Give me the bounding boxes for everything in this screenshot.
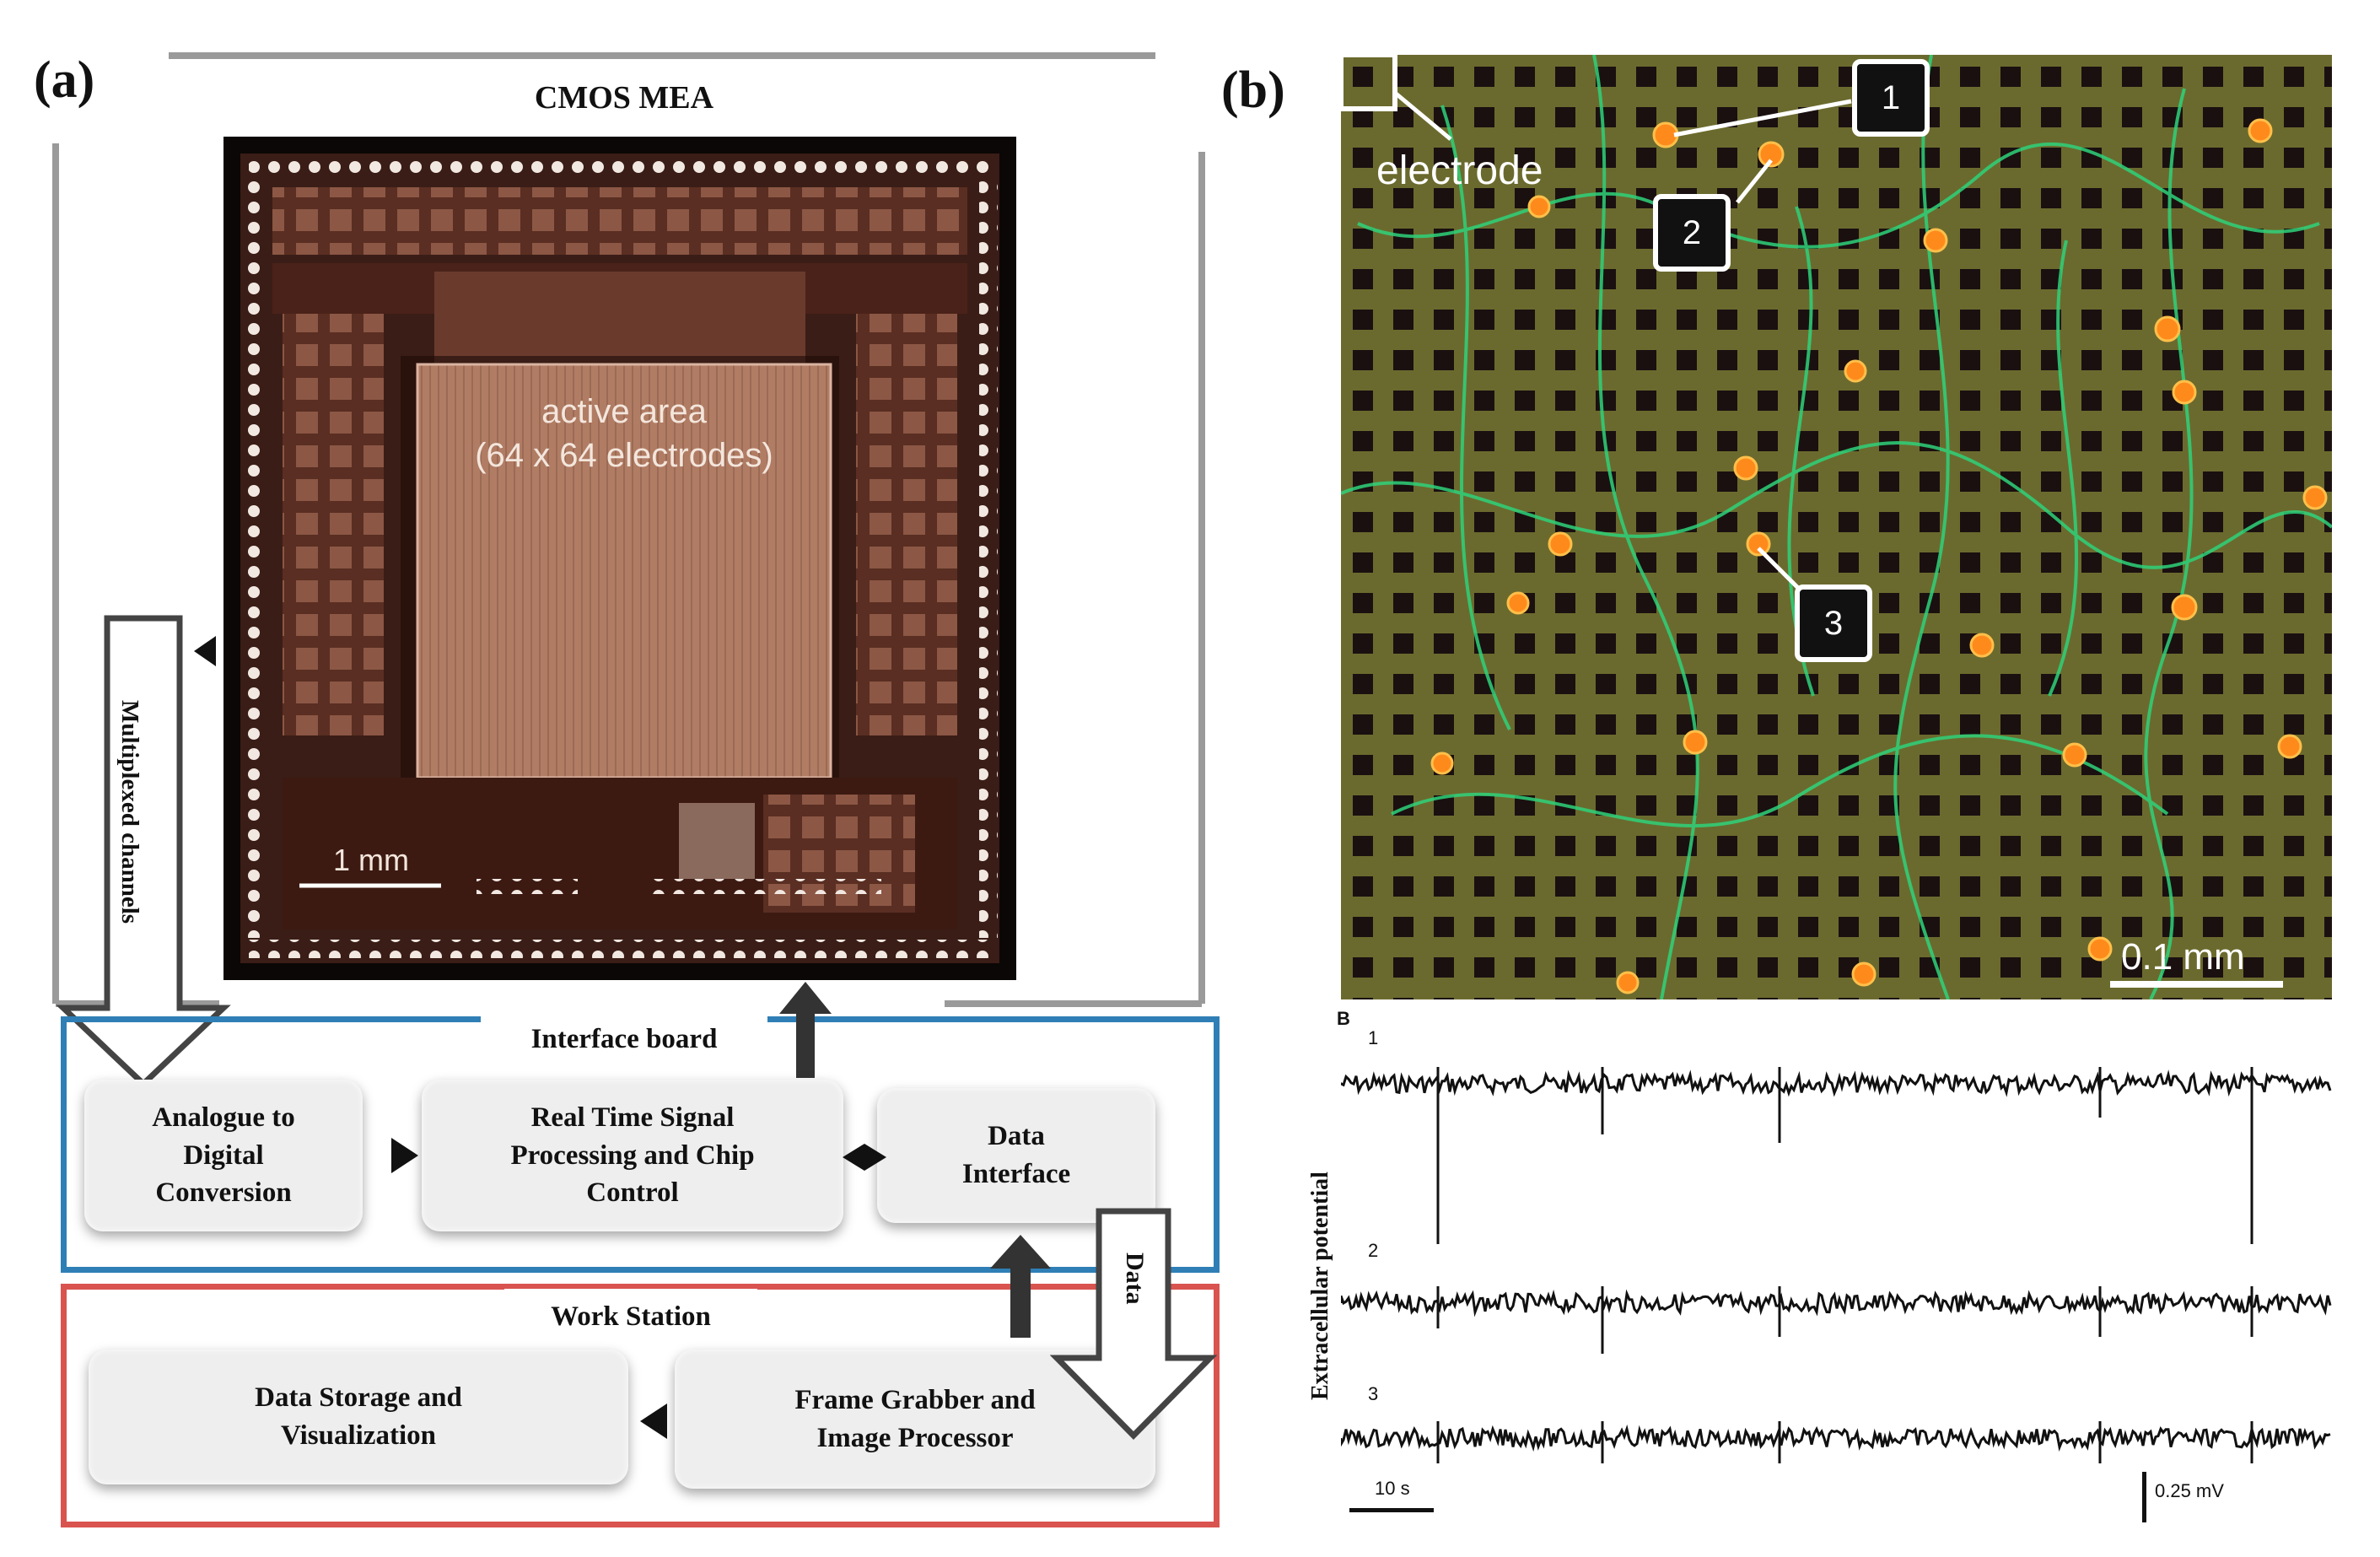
amplitude-scale-label: 0.25 mV <box>2155 1480 2224 1501</box>
amplitude-scale-bar <box>2142 1472 2146 1522</box>
neuron-micrograph: electrode 1 2 3 0.1 mm <box>1341 55 2332 999</box>
adc-to-signal-connector <box>391 1138 418 1173</box>
time-scale-bar <box>1349 1508 1434 1512</box>
traces-ylabel: Extracellular potential <box>1307 1172 1333 1400</box>
frame-grabber-to-storage-connector <box>640 1403 667 1439</box>
micrograph-scale-label: 0.1 mm <box>2121 936 2245 978</box>
active-area-label: active area <box>541 393 707 430</box>
trace-3-signal <box>1341 1424 2331 1452</box>
time-scale-label: 10 s <box>1375 1478 1410 1499</box>
active-area-electrodes-label: (64 x 64 electrodes) <box>475 437 773 474</box>
extracellular-traces <box>1341 1067 2332 1463</box>
data-arrow-label: Data <box>1121 1253 1149 1305</box>
workstation-up-arrow <box>990 1235 1051 1338</box>
chip-scale-bar-label: 1 mm <box>333 843 409 877</box>
electrode-label: electrode <box>1376 148 1543 193</box>
signal-processing-block[interactable]: Real Time Signal Processing and Chip Con… <box>422 1080 843 1231</box>
signal-data-interface-connector <box>843 1144 886 1171</box>
work-station-title: Work Station <box>504 1289 757 1344</box>
trace-label-2: 2 <box>1368 1240 1379 1261</box>
trace-1-signal <box>1341 1069 2332 1097</box>
chip-control-up-arrow <box>779 982 832 1078</box>
callout-2: 2 <box>1653 194 1731 272</box>
traces-section-label: B <box>1337 1008 1350 1029</box>
callout-3: 3 <box>1795 585 1872 662</box>
chip-layout-drawing <box>240 154 999 963</box>
data-interface-block[interactable]: Data Interface <box>877 1088 1155 1223</box>
panel-a-label: (a) <box>34 51 95 109</box>
work-station-border <box>61 1284 1220 1527</box>
data-down-arrow <box>1050 1208 1218 1440</box>
cmos-chip-image: active area (64 x 64 electrodes) 1 mm <box>223 137 1016 980</box>
callout-1: 1 <box>1852 59 1930 137</box>
micrograph-drawing <box>1341 55 2332 999</box>
multiplexed-channels-arrow <box>56 615 231 1088</box>
trace-label-3: 3 <box>1368 1383 1379 1404</box>
trace-label-1: 1 <box>1368 1027 1379 1048</box>
multiplexed-channels-label: Multiplexed channels <box>116 700 143 924</box>
cmos-mea-title: CMOS MEA <box>534 80 714 116</box>
micrograph-scale-bar <box>2110 981 2283 988</box>
chip-input-triangle <box>194 636 216 666</box>
interface-board-title: Interface board <box>481 1009 767 1069</box>
panel-b-label: (b) <box>1221 62 1285 119</box>
data-storage-block[interactable]: Data Storage and Visualization <box>89 1350 628 1484</box>
adc-block[interactable]: Analogue to Digital Conversion <box>84 1080 363 1231</box>
trace-2-signal <box>1341 1289 2332 1317</box>
